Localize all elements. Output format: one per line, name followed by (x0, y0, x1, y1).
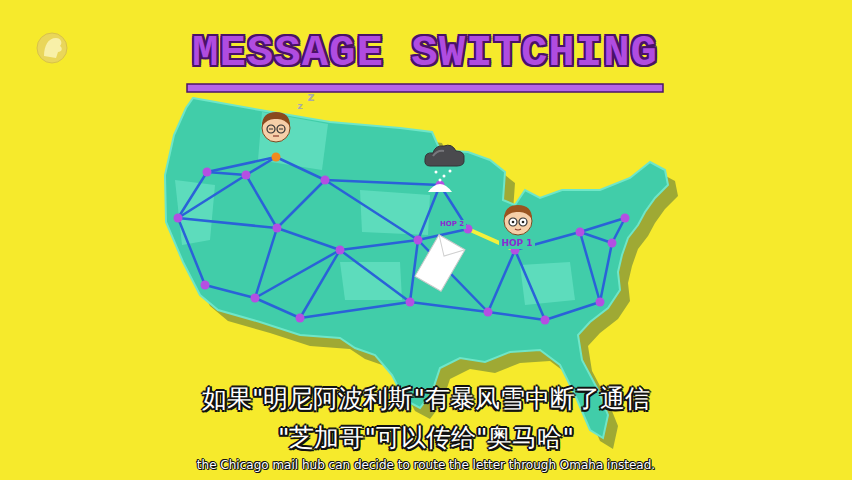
hop-label: HOP 1 (499, 238, 534, 249)
snow-pile (428, 184, 452, 192)
network-link (277, 228, 340, 250)
hop-label: HOP 2 (438, 220, 466, 229)
network-node (336, 246, 345, 255)
network-link (325, 180, 440, 185)
network-link (580, 232, 612, 243)
sleeping-person (262, 112, 290, 142)
glasses (519, 218, 527, 226)
hair (504, 205, 532, 219)
glasses (509, 218, 517, 226)
network-node (201, 281, 210, 290)
snowflake (435, 171, 438, 174)
network-links (178, 157, 625, 320)
network-node (414, 236, 423, 245)
network-link (340, 240, 418, 250)
network-node (174, 214, 183, 223)
envelope-body (415, 235, 465, 292)
network-link (545, 302, 600, 320)
network-node (203, 168, 212, 177)
sleep-mark: z (297, 102, 302, 111)
network-link (325, 180, 418, 240)
title: MESSAGE SWITCHING (192, 31, 658, 75)
network-link (300, 250, 340, 318)
sending-person (504, 205, 532, 235)
receiver-node (272, 153, 281, 162)
logo-circle (37, 33, 67, 63)
network-link (300, 302, 410, 318)
network-link (418, 185, 440, 240)
mouth (515, 229, 521, 230)
network-link (488, 312, 545, 320)
envelope-flap (431, 235, 465, 264)
network-link (178, 172, 207, 218)
eye (522, 221, 525, 224)
network-link (246, 157, 276, 175)
network-node (484, 308, 493, 317)
network-link (205, 285, 255, 298)
hair (262, 112, 290, 126)
network-link (410, 302, 488, 312)
snowflakes (435, 170, 452, 182)
network-link (340, 250, 410, 302)
state-patch (360, 190, 430, 235)
network-link (410, 240, 418, 302)
network-node (242, 171, 251, 180)
network-node (251, 294, 260, 303)
network-nodes (174, 168, 630, 325)
network-link (276, 157, 325, 180)
network-node (541, 316, 550, 325)
subtitle-chinese: 如果"明尼阿波利斯"有暴风雪中断了通信 "芝加哥"可以传给"奥马哈" (126, 379, 726, 457)
network-link (178, 175, 246, 218)
network-node (596, 298, 605, 307)
network-node (321, 176, 330, 185)
logo-face (44, 38, 62, 58)
network-link (207, 172, 246, 175)
network-link (600, 243, 612, 302)
snowflake (439, 179, 442, 182)
network-node (576, 228, 585, 237)
network-node (296, 314, 305, 323)
network-node (608, 239, 617, 248)
network-link (580, 232, 600, 302)
snowflake (449, 170, 452, 173)
cloud-highlight (433, 151, 444, 156)
snowflake (443, 175, 446, 178)
network-link (255, 298, 300, 318)
state-patch (340, 262, 402, 300)
network-link (488, 250, 515, 312)
subtitle-english: the Chicago mail hub can decide to route… (197, 458, 655, 472)
network-link (178, 218, 277, 228)
network-link (515, 250, 545, 320)
letter-envelope (415, 235, 465, 292)
sleep-mark: z (308, 91, 315, 103)
network-node (406, 298, 415, 307)
storm-cloud (425, 145, 464, 166)
mouth (273, 135, 279, 136)
network-node (273, 224, 282, 233)
network-node (621, 214, 630, 223)
closed-eyes (269, 129, 283, 130)
network-link (277, 180, 325, 228)
title-underline (187, 84, 663, 92)
eye (512, 221, 515, 224)
network-link (178, 218, 205, 285)
network-link (246, 175, 277, 228)
